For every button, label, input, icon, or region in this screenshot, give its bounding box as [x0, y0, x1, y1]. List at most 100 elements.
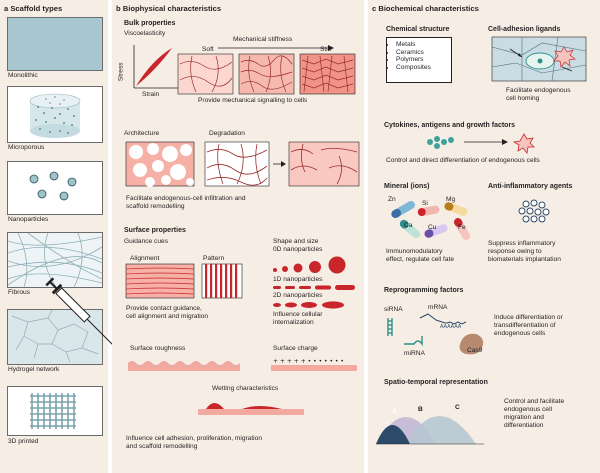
infiltration-line-1: Facilitate endogenous-cell infiltration … [126, 195, 246, 202]
charge-label: Surface charge [273, 345, 318, 352]
shape-size-label: Shape and size [273, 238, 319, 245]
spatio-temporal-peaks [376, 416, 484, 445]
stiffness-gels [177, 53, 356, 95]
ion-cu: Cu [428, 224, 437, 231]
influence-line-2: and scaffold remodelling [126, 443, 198, 450]
microporous-cylinder [29, 93, 81, 138]
mirna-label: miRNA [404, 350, 425, 357]
mineral-ions-illustration [391, 201, 470, 240]
degradation-label: Degradation [209, 130, 245, 137]
anti-desc-1: Suppress inflammatory [488, 240, 556, 247]
alignment-pattern-images [125, 263, 243, 299]
syringe-icon [45, 277, 115, 347]
ion-si: Si [422, 200, 428, 207]
reprog-desc-2: transdifferentiation of [494, 322, 556, 329]
pattern-label: Pattern [203, 255, 225, 262]
scaffold-label-3d-printed: 3D printed [8, 438, 39, 445]
cytokines-illustration [427, 133, 535, 154]
spatio-desc-3: migration and [504, 414, 544, 421]
np2d-label: 2D nanoparticles [273, 292, 323, 299]
spatio-desc-1: Control and facilitate [504, 398, 565, 405]
scaffold-label-hydrogel: Hydrogel network [8, 366, 60, 373]
stress-label: Stress [117, 62, 125, 82]
charge-surface: + + + + + • • • • • • • [271, 358, 357, 371]
chem-item: Composites [396, 64, 451, 72]
surface-properties-title: Surface properties [124, 227, 186, 234]
degradation-gels [204, 141, 360, 187]
svg-text:AAAAAA: AAAAAA [440, 324, 462, 330]
chem-structure-title: Chemical structure [386, 26, 450, 33]
ion-mg: Mg [446, 196, 456, 203]
np1d-rods [273, 285, 355, 290]
cytokines-title: Cytokines, antigens and growth factors [384, 122, 516, 129]
reprogramming-illustration: AAAAAA [387, 313, 484, 355]
wetting-label: Wetting characteristics [212, 385, 279, 392]
contact-line-1: Provide contact guidance, [126, 305, 202, 312]
architecture-label: Architecture [124, 130, 160, 137]
ion-fe: Fe [458, 224, 466, 231]
reprog-desc-3: endogenous cells [494, 330, 546, 337]
cas9-label: Cas9 [467, 347, 483, 354]
roughness-label: Surface roughness [130, 345, 186, 352]
spatio-desc-2: endogenous cell [504, 406, 553, 413]
wetting-drops [198, 403, 304, 415]
ligand-title: Cell-adhesion ligands [488, 26, 561, 33]
ligand-desc-1: Facilitate endogenous [506, 87, 571, 94]
cyto-desc: Control and direct differentiation of en… [386, 157, 540, 164]
spatio-temporal-title: Spatio-temporal representation [384, 379, 488, 386]
microporous-image [7, 86, 103, 143]
np0d-label: 0D nanoparticles [273, 246, 323, 253]
mech-signal-text: Provide mechanical signalling to cells [198, 97, 308, 104]
np0d-spheres [273, 256, 346, 274]
stiff-label: Stiff [320, 46, 332, 53]
np2d-discs [273, 301, 344, 309]
cell-adhesion-illustration [491, 36, 587, 82]
influence-line-1: Influence cell adhesion, proliferation, … [126, 435, 262, 442]
soft-label: Soft [202, 46, 214, 53]
sirna-label: siRNA [384, 306, 403, 313]
printed-3d-image [7, 386, 103, 436]
viscoelasticity-label: Viscoelasticity [124, 30, 166, 37]
mrna-label: mRNA [428, 304, 448, 311]
anti-desc-2: response owing to [488, 248, 542, 255]
anti-inflammatory-title: Anti-inflammatory agents [488, 183, 573, 190]
np1d-label: 1D nanoparticles [273, 276, 323, 283]
monolithic-image [7, 17, 103, 71]
infiltration-line-2: scaffold remodelling [126, 203, 185, 210]
scaffold-label-nanoparticles: Nanoparticles [8, 216, 49, 223]
internal-line-2: internalization [273, 319, 314, 326]
scaffold-label-fibrous: Fibrous [8, 289, 30, 296]
svg-text:+ + + + + • • • • • • •: + + + + + • • • • • • • [273, 358, 344, 365]
spatio-desc-4: differentiation [504, 422, 544, 429]
ion-zn: Zn [388, 196, 396, 203]
chem-item: Polymers [396, 56, 451, 64]
hydrogel-image [7, 309, 103, 365]
chem-structure-box: Metals Ceramics Polymers Composites [386, 37, 452, 83]
nanoparticle-dots [29, 171, 77, 201]
panel-c-heading: c Biochemical characteristics [372, 4, 479, 13]
roughness-surface [128, 361, 240, 371]
mech-stiffness-label: Mechanical stiffness [233, 36, 293, 43]
architecture-gel [125, 141, 195, 187]
chem-item: Ceramics [396, 49, 451, 57]
nanoparticles-image [7, 161, 103, 215]
alignment-label: Alignment [130, 255, 160, 262]
contact-line-2: cell alignment and migration [126, 313, 209, 320]
hydrogel-network [11, 309, 99, 363]
scaffold-label-microporous: Microporous [8, 144, 45, 151]
strain-label: Strain [142, 91, 160, 98]
ion-ca: Ca [404, 222, 413, 229]
reprogramming-title: Reprogramming factors [384, 287, 464, 294]
anti-desc-3: biomaterials implantation [488, 256, 561, 263]
guidance-label: Guidance cues [124, 238, 168, 245]
mineral-desc-1: Immunomodulatory [386, 248, 443, 255]
internal-line-1: Influence cellular [273, 311, 323, 318]
bulk-properties-title: Bulk properties [124, 20, 176, 27]
fibre-mesh [7, 232, 103, 288]
panel-a-heading: a Scaffold types [4, 4, 63, 13]
panel-b-heading: b Biophysical characteristics [116, 4, 222, 13]
chem-item: Metals [396, 41, 451, 49]
stiffness-arrow [218, 45, 334, 51]
printed-grid [30, 393, 76, 429]
peak-c: C [455, 404, 460, 411]
